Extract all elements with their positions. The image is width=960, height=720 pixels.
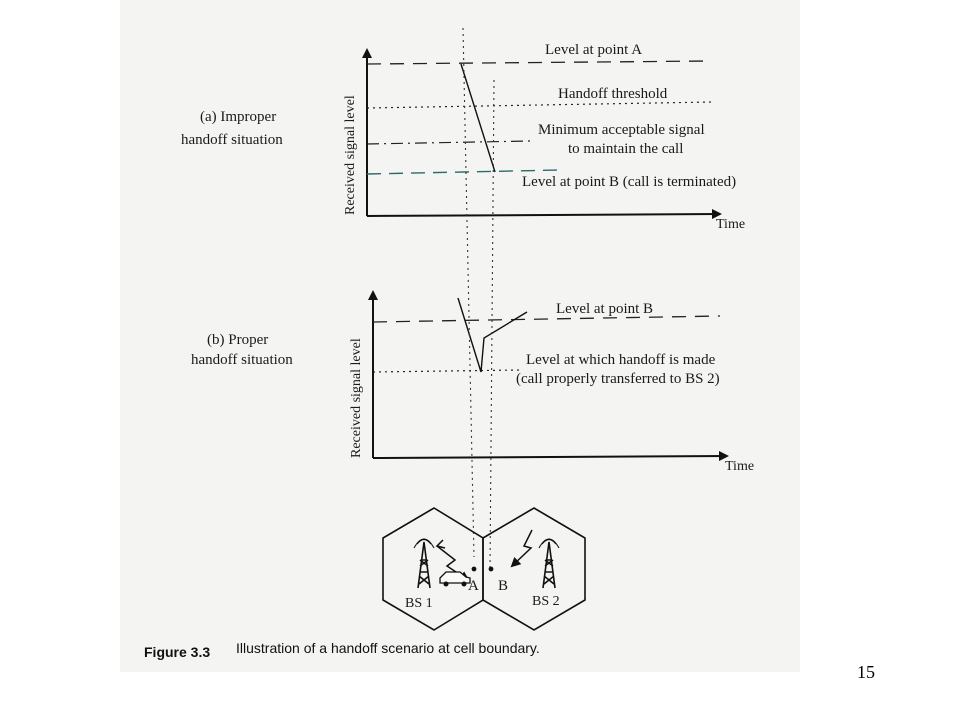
panel-a-improper-handoff: (a) Improper handoff situation Received … [181, 42, 745, 232]
radio-link-arrowhead-bs1 [435, 539, 446, 549]
guide-line-point-a [462, 27, 475, 558]
panel-b-x-axis [372, 451, 729, 462]
panel-b-x-axis-label: Time [725, 459, 754, 474]
figure-number: Figure 3.3 [144, 644, 210, 660]
panel-a-y-axis-label: Received signal level [343, 95, 358, 215]
slide-number: 15 [857, 662, 875, 682]
point-a-label: A [468, 578, 479, 594]
handoff-threshold-label: Handoff threshold [558, 86, 668, 102]
cell-hexagon-bs1 [382, 507, 484, 631]
point-b-dot [488, 566, 494, 572]
bs2-label: BS 2 [532, 594, 560, 609]
minimum-signal-label-line2: to maintain the call [568, 141, 683, 157]
level-a-line [366, 60, 713, 65]
cell-hexagon-bs2 [482, 507, 586, 631]
point-a-dot [471, 566, 477, 572]
handoff-threshold-line [366, 101, 713, 109]
panel-a-x-axis-label: Time [716, 217, 745, 232]
panel-b-level-b-label: Level at point B [556, 301, 653, 317]
radio-link-arrow-bs2 [510, 529, 533, 568]
minimum-signal-line [366, 140, 531, 145]
guide-line-point-b [489, 79, 495, 569]
panel-a-label-line1: (a) Improper [200, 109, 276, 125]
panel-b-label-line1: (b) Proper [207, 332, 268, 348]
tower-icon-bs2 [538, 538, 560, 589]
figure-caption: Illustration of a handoff scenario at ce… [236, 640, 540, 656]
panel-a-signal-drop [460, 63, 496, 173]
minimum-signal-label-line1: Minimum acceptable signal [538, 122, 705, 138]
scanned-figure-background [120, 0, 800, 672]
car-icon [439, 571, 471, 587]
panel-a-x-axis [366, 209, 722, 220]
level-a-label: Level at point A [545, 42, 642, 58]
level-b-line [366, 169, 561, 175]
handoff-level-line [372, 369, 521, 373]
panel-b-proper-handoff: (b) Proper handoff situation Received si… [191, 290, 754, 474]
bs1-label: BS 1 [405, 596, 433, 611]
cell-diagram: A B BS 1 BS 2 [382, 507, 586, 631]
panel-b-y-axis-label: Received signal level [349, 338, 364, 458]
handoff-level-label-line2: (call properly transferred to BS 2) [516, 371, 720, 387]
panel-b-level-b-line [372, 315, 721, 323]
point-b-label: B [498, 578, 508, 594]
panel-b-label-line2: handoff situation [191, 352, 293, 368]
tower-icon-bs1 [413, 538, 435, 589]
handoff-level-label-line1: Level at which handoff is made [526, 352, 716, 368]
level-b-terminated-label: Level at point B (call is terminated) [522, 174, 736, 190]
panel-a-label-line2: handoff situation [181, 132, 283, 148]
